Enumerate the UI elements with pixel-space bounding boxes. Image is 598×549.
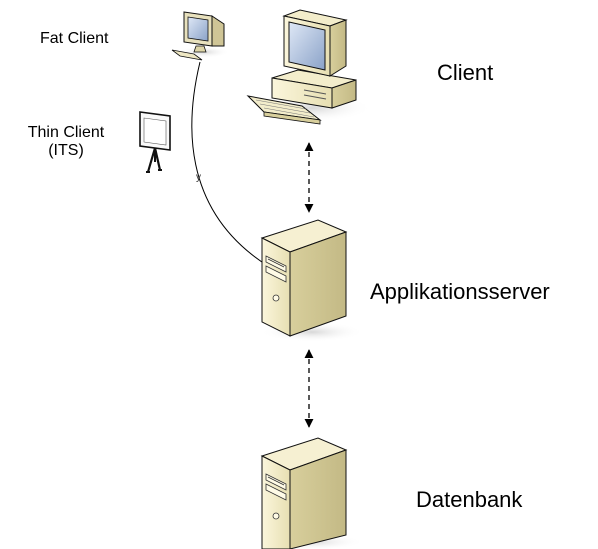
application-server-label: Applikationsserver [370,279,550,304]
client-desktop-computer-icon [246,9,372,125]
thin-client-label-line1: Thin Client [27,124,105,141]
application-server-tower-icon [260,219,364,342]
connector-mark-label: y [196,172,201,183]
thin-client-label: Thin Client (ITS) [14,124,118,161]
client-label: Client [437,60,494,85]
fat-client-label: Fat Client [40,30,109,47]
thin-client-terminal-icon [139,111,171,173]
database-label: Datenbank [416,487,523,512]
fat-client-connector-line [191,61,269,267]
database-server-tower-icon [260,437,364,549]
thin-client-label-line2: (ITS) [48,142,84,160]
fat-client-monitor-icon [171,11,230,61]
